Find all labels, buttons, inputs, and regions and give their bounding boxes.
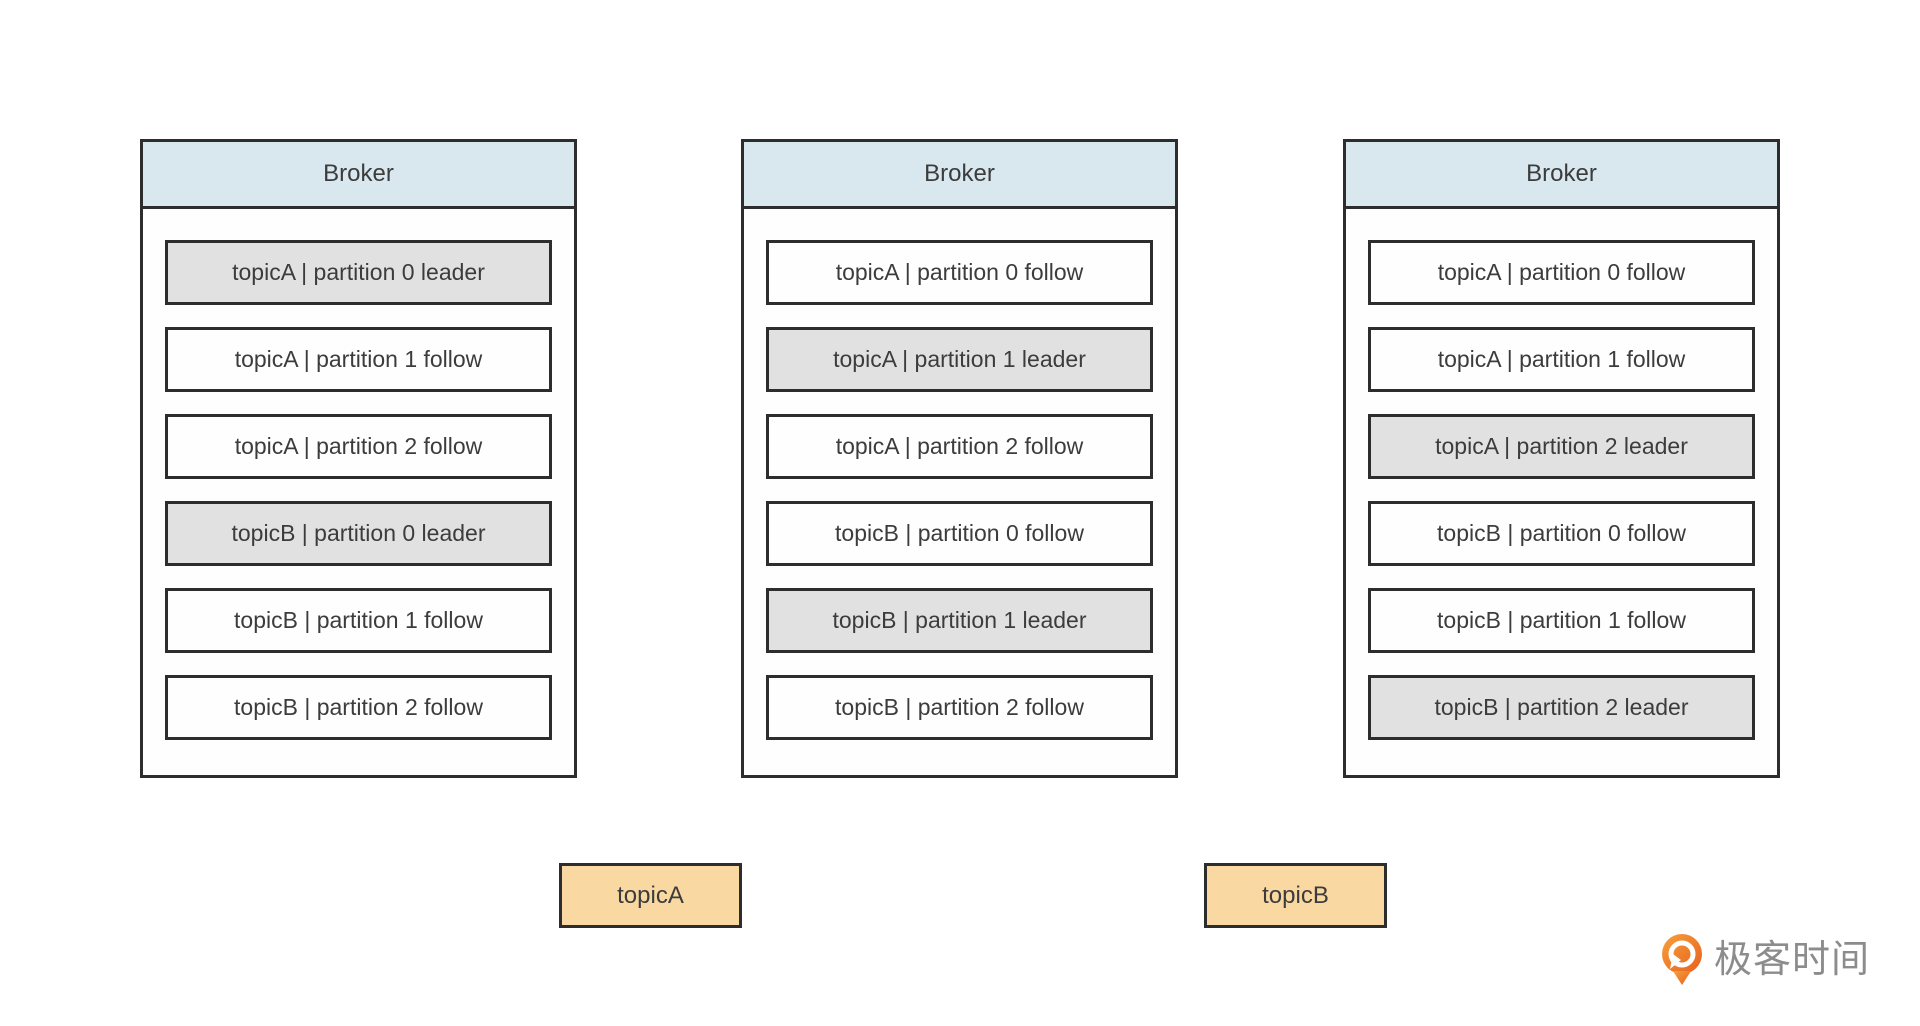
broker-box-2: Broker topicA | partition 0 follow topic… (741, 139, 1178, 778)
partition-cell: topicB | partition 1 leader (766, 588, 1153, 653)
broker-title: Broker (1346, 142, 1777, 209)
partition-cell: topicA | partition 2 leader (1368, 414, 1755, 479)
broker-box-3: Broker topicA | partition 0 follow topic… (1343, 139, 1780, 778)
partition-cell: topicA | partition 0 leader (165, 240, 552, 305)
partition-cell: topicB | partition 0 follow (766, 501, 1153, 566)
geektime-logo: 极客时间 (1660, 933, 1870, 987)
broker-body: topicA | partition 0 leader topicA | par… (143, 209, 574, 740)
broker-box-1: Broker topicA | partition 0 leader topic… (140, 139, 577, 778)
partition-cell: topicB | partition 2 leader (1368, 675, 1755, 740)
partition-cell: topicA | partition 2 follow (766, 414, 1153, 479)
partition-cell: topicA | partition 0 follow (1368, 240, 1755, 305)
geektime-pin-icon (1660, 933, 1704, 987)
partition-cell: topicB | partition 1 follow (1368, 588, 1755, 653)
broker-body: topicA | partition 0 follow topicA | par… (744, 209, 1175, 740)
broker-title: Broker (143, 142, 574, 209)
partition-cell: topicA | partition 0 follow (766, 240, 1153, 305)
broker-title: Broker (744, 142, 1175, 209)
geektime-logo-text: 极客时间 (1714, 939, 1871, 981)
partition-cell: topicA | partition 1 follow (1368, 327, 1755, 392)
partition-cell: topicB | partition 2 follow (766, 675, 1153, 740)
topic-a-label: topicA (559, 863, 742, 928)
topic-b-label: topicB (1204, 863, 1387, 928)
broker-body: topicA | partition 0 follow topicA | par… (1346, 209, 1777, 740)
partition-cell: topicA | partition 2 follow (165, 414, 552, 479)
partition-cell: topicB | partition 2 follow (165, 675, 552, 740)
partition-cell: topicA | partition 1 leader (766, 327, 1153, 392)
partition-cell: topicB | partition 0 follow (1368, 501, 1755, 566)
partition-cell: topicB | partition 1 follow (165, 588, 552, 653)
partition-cell: topicA | partition 1 follow (165, 327, 552, 392)
partition-cell: topicB | partition 0 leader (165, 501, 552, 566)
